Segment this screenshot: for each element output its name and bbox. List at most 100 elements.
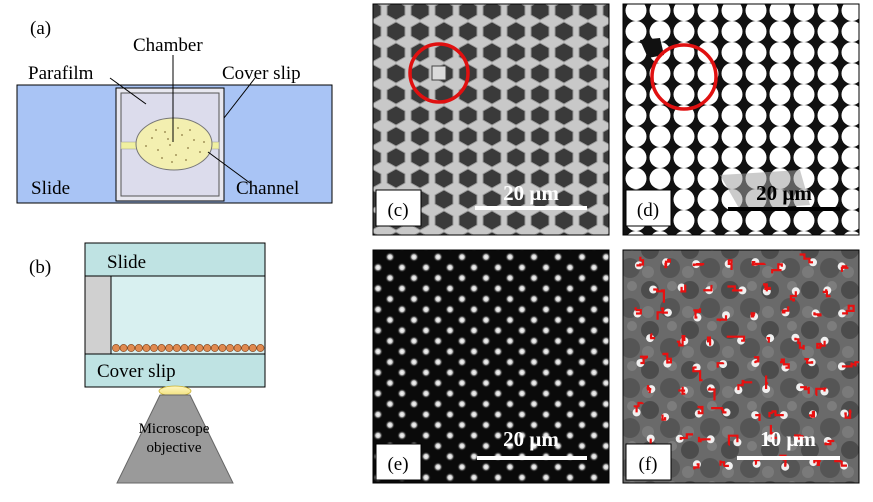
particle-trajectory xyxy=(771,263,783,274)
particle-trajectory xyxy=(697,405,704,415)
scale-label-f: 10 μm xyxy=(760,427,816,451)
particle-trajectory xyxy=(840,265,849,272)
particle-trajectory xyxy=(780,358,790,369)
particle-trajectory xyxy=(808,410,815,418)
particle-trajectory xyxy=(656,307,668,320)
cover-slip-label-b: Cover slip xyxy=(97,361,176,382)
particle xyxy=(157,344,166,352)
tag-box-d xyxy=(625,189,672,227)
slide-block xyxy=(84,242,266,277)
panel-d-tag: (d) xyxy=(637,200,659,221)
particle-trajectory xyxy=(636,256,645,267)
particle xyxy=(119,344,128,352)
scale-bar-d xyxy=(728,207,840,211)
scale-bar-c xyxy=(475,206,587,210)
particle-trajectory xyxy=(664,258,671,269)
particle-trajectory xyxy=(841,361,860,368)
particle-trajectory xyxy=(634,307,642,315)
particle-trajectory xyxy=(750,312,756,318)
particle-trajectory xyxy=(813,312,822,317)
particle-trajectory xyxy=(737,379,753,391)
particle-trajectory xyxy=(680,284,687,293)
particle-trajectory xyxy=(726,335,746,342)
panel-c-tag: (c) xyxy=(387,200,408,221)
particle-trajectory xyxy=(804,358,814,364)
particle-trajectory xyxy=(727,434,739,446)
particle-trajectory xyxy=(800,386,810,394)
particle-trajectory xyxy=(692,366,703,382)
particle-trajectory xyxy=(716,362,725,368)
chamber-ellipse xyxy=(135,117,213,171)
chamber-block xyxy=(84,275,266,355)
channel-label: Channel xyxy=(236,178,299,199)
particle xyxy=(248,344,257,352)
particle-trajectory xyxy=(755,413,761,421)
scale-label-e: 20 μm xyxy=(503,427,559,451)
particle-row xyxy=(112,344,265,352)
particle xyxy=(241,344,250,352)
particle-trajectory xyxy=(679,433,694,440)
panel-c: (c) 20 μm xyxy=(372,3,610,236)
particle xyxy=(150,344,158,352)
particle-trajectory xyxy=(768,410,784,418)
particle-trajectory xyxy=(633,401,644,413)
particle-trajectory xyxy=(646,385,652,394)
particle xyxy=(127,344,136,352)
trajectory-layer xyxy=(632,253,860,471)
panel-b: (b) Slide Cover slip Microscope objectiv… xyxy=(29,242,266,484)
particle-trajectory xyxy=(716,315,728,322)
slide-label: Slide xyxy=(31,178,70,199)
particle xyxy=(203,344,212,352)
scale-label-d: 20 μm xyxy=(756,181,812,205)
particle xyxy=(218,344,227,352)
particle xyxy=(142,344,151,352)
particle-trajectory xyxy=(653,288,665,303)
particle-trajectory xyxy=(763,283,771,292)
particle xyxy=(210,344,219,352)
scale-bar-e xyxy=(477,456,587,460)
slide-label-b: Slide xyxy=(107,252,146,273)
particle-trajectory xyxy=(649,333,656,340)
chamber-particles xyxy=(145,127,205,163)
objective-label-2: objective xyxy=(147,440,202,456)
panel-e: (e) 20 μm xyxy=(372,249,610,484)
particle-trajectory xyxy=(815,387,827,396)
particle xyxy=(134,344,143,352)
particle-trajectory xyxy=(769,424,777,440)
particle-trajectory xyxy=(842,304,855,315)
panel-e-tag: (e) xyxy=(387,454,408,475)
defect-c xyxy=(431,65,447,81)
panel-a: (a) Chamber Parafilm Cover slip Slide Ch… xyxy=(16,18,333,204)
particle-trajectory xyxy=(707,387,716,401)
tag-box-f xyxy=(625,443,672,481)
particle-trajectory xyxy=(697,436,711,443)
particle-trajectory xyxy=(794,434,804,440)
particle-trajectory xyxy=(727,285,743,292)
objective-label-1: Microscope xyxy=(139,421,210,437)
particle xyxy=(226,344,234,352)
particle-trajectory xyxy=(693,308,702,319)
particle-trajectory xyxy=(789,291,797,302)
dark-patch-d xyxy=(640,38,664,58)
objective-shape xyxy=(116,394,234,484)
particle-trajectory xyxy=(766,337,771,343)
particle-trajectory xyxy=(661,414,667,421)
particle-trajectory xyxy=(706,336,712,346)
particle-trajectory xyxy=(719,460,729,467)
panel-b-tag: (b) xyxy=(29,257,51,278)
particle-trajectory xyxy=(727,259,733,270)
panel-a-tag: (a) xyxy=(30,18,51,39)
particle xyxy=(233,344,242,352)
panel-f: (f) 10 μm xyxy=(622,249,860,484)
tag-box-c xyxy=(375,189,422,227)
particle xyxy=(188,344,196,352)
particle-trajectory xyxy=(799,253,813,264)
particle-trajectory xyxy=(692,263,705,267)
particle xyxy=(195,344,204,352)
particle-trajectory xyxy=(639,355,648,365)
tag-box-e xyxy=(375,443,422,481)
spacer-block xyxy=(84,275,112,355)
particle xyxy=(180,344,189,352)
particle xyxy=(256,344,265,352)
